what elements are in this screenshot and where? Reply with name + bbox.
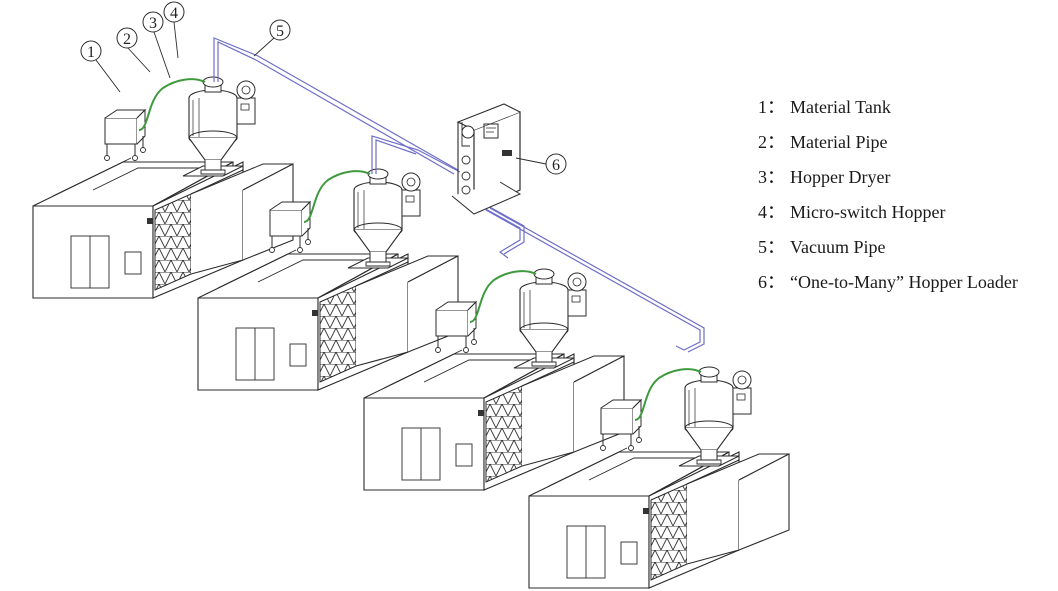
callout-label: 2 <box>123 31 131 48</box>
callout-3: 3 <box>142 11 171 79</box>
legend-label: Hopper Dryer <box>790 167 891 187</box>
legend-item-material-pipe: 2：Material Pipe <box>758 131 1058 166</box>
legend-item-hopper-loader: 6：“One-to-Many” Hopper Loader <box>758 271 1058 306</box>
legend-label: “One-to-Many” Hopper Loader <box>790 272 1018 292</box>
legend-number: 1： <box>758 97 785 117</box>
callout-2: 2 <box>116 27 151 73</box>
legend-number: 2： <box>758 132 785 152</box>
legend-item-micro-switch-hopper: 4：Micro-switch Hopper <box>758 201 1058 236</box>
callout-label: 6 <box>552 157 560 174</box>
legend-label: Micro-switch Hopper <box>790 202 946 222</box>
legend-label: Material Pipe <box>790 132 888 152</box>
legend-number: 4： <box>758 202 785 222</box>
legend-label: Material Tank <box>790 97 891 117</box>
one-to-many-hopper-loader <box>451 103 522 215</box>
legend-number: 5： <box>758 237 785 257</box>
station-1 <box>32 76 294 299</box>
legend-number: 6： <box>758 272 785 292</box>
callout-label: 3 <box>149 15 157 32</box>
callout-4: 4 <box>163 1 185 59</box>
callout-6: 6 <box>515 153 567 175</box>
legend-item-material-tank: 1：Material Tank <box>758 96 1058 131</box>
legend: 1：Material Tank 2：Material Pipe 3：Hopper… <box>758 96 1058 306</box>
callout-label: 1 <box>87 44 95 61</box>
legend-number: 3： <box>758 167 785 187</box>
legend-item-vacuum-pipe: 5：Vacuum Pipe <box>758 236 1058 271</box>
callout-5: 5 <box>253 19 291 57</box>
callout-label: 5 <box>276 23 284 40</box>
callout-1: 1 <box>80 40 121 93</box>
legend-label: Vacuum Pipe <box>790 237 886 257</box>
callout-label: 4 <box>170 5 178 22</box>
legend-item-hopper-dryer: 3：Hopper Dryer <box>758 166 1058 201</box>
vacuum-pipes <box>213 37 705 353</box>
